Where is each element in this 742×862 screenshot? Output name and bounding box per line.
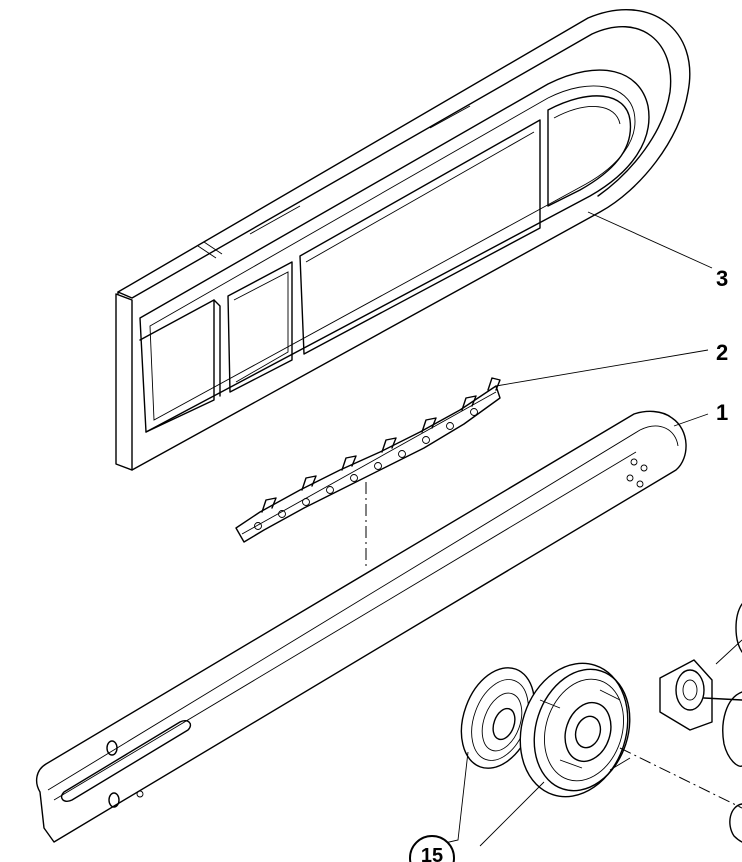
callout-chain: 2 bbox=[716, 340, 728, 365]
callout-sprocket-assembly-badge: 15 bbox=[409, 835, 455, 862]
partial-part-edge bbox=[735, 603, 742, 653]
callout-sprocket-assembly: 15 bbox=[421, 845, 443, 862]
assembly-line-drum bbox=[619, 747, 742, 809]
bar-guard bbox=[115, 9, 691, 471]
clutch-drum bbox=[519, 662, 631, 798]
drive-hub bbox=[659, 659, 742, 731]
callout-bar-guard: 3 bbox=[716, 266, 728, 291]
guide-bar bbox=[35, 410, 687, 843]
spring-coil bbox=[460, 667, 536, 769]
partial-part-edge-lower bbox=[729, 803, 742, 843]
callout-guide-bar: 1 bbox=[716, 400, 728, 425]
saw-chain-section bbox=[235, 377, 501, 543]
o-ring bbox=[722, 691, 742, 767]
